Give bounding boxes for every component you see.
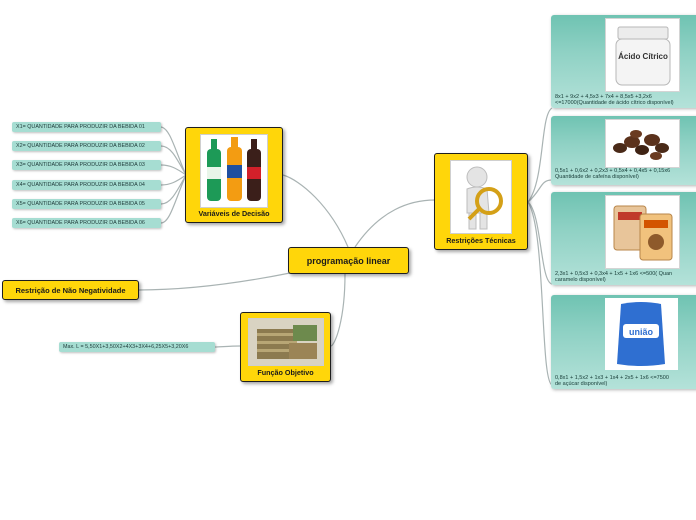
technical-restrictions-node[interactable]: Restrições Técnicas (434, 153, 528, 250)
central-node[interactable]: programação linear (288, 247, 409, 274)
link-decision-x2 (160, 145, 187, 176)
money-stack-image (247, 318, 324, 366)
decision-item-x4[interactable]: X4= QUANTIDADE PARA PRODUZIR DA BEBIDA 0… (12, 180, 161, 190)
coffee-beans-image (605, 119, 680, 168)
link-central-objective (330, 273, 346, 347)
decision-variables-label: Variáveis de Decisão (198, 209, 270, 218)
magnifier-figure-image (450, 160, 512, 234)
soda-bottles-image (200, 134, 268, 208)
constraint-caramel[interactable]: 2,3x1 + 0,5x3 + 0,3x4 + 1x5 + 1x6 <=500(… (551, 192, 696, 285)
constraint-sugar[interactable]: união 0,8x1 + 1,5x2 + 1x3 + 1x4 + 2x5 + … (551, 295, 696, 389)
link-objective-formula (214, 345, 241, 348)
link-decision-x3 (160, 164, 187, 176)
link-decision-x1 (160, 126, 187, 176)
decision-variables-node[interactable]: Variáveis de Decisão (185, 127, 283, 223)
link-central-negativity (138, 272, 291, 291)
decision-item-x6[interactable]: X6= QUANTIDADE PARA PRODUZIR DA BEBIDA 0… (12, 218, 161, 228)
link-technical-2 (527, 179, 553, 203)
citric-acid-jar-text: Ácido Cítrico (618, 52, 668, 61)
constraint-caffeine[interactable]: 0,5x1 + 0,6x2 + 0,2x3 + 0,5x4 + 0,4x5 + … (551, 116, 696, 185)
constraint-caffeine-text: 0,5x1 + 0,6x2 + 0,2x3 + 0,5x4 + 0,4x5 + … (555, 168, 671, 181)
objective-function-node[interactable]: Função Objetivo (240, 312, 331, 382)
decision-item-x2[interactable]: X2= QUANTIDADE PARA PRODUZIR DA BEBIDA 0… (12, 141, 161, 151)
sugar-bag-text: união (629, 327, 654, 337)
link-decision-x5 (160, 174, 187, 205)
constraint-citric-acid[interactable]: Ácido Cítrico 8x1 + 9x2 + 4,5x3 + 7x4 + … (551, 15, 696, 108)
objective-function-label: Função Objetivo (257, 368, 314, 377)
link-decision-x4 (160, 174, 187, 186)
constraint-citric-acid-text: 8x1 + 9x2 + 4,5x3 + 7x4 + 8,5x5 +3,2x6 <… (555, 94, 674, 107)
link-central-decision (282, 174, 349, 248)
link-technical-4 (527, 201, 553, 386)
constraint-caramel-text: 2,3x1 + 0,5x3 + 0,3x4 + 1x5 + 1x6 <=500(… (555, 271, 673, 284)
link-decision-x6 (160, 174, 187, 224)
non-negativity-node[interactable]: Restrição de Não Negatividade (2, 280, 139, 300)
non-negativity-label: Restrição de Não Negatividade (15, 286, 126, 295)
link-technical-3 (527, 201, 553, 285)
technical-restrictions-label: Restrições Técnicas (446, 236, 516, 245)
decision-item-x5[interactable]: X5= QUANTIDADE PARA PRODUZIR DA BEBIDA 0… (12, 199, 161, 209)
link-central-technical (354, 199, 436, 248)
objective-formula[interactable]: Max. L = 5,50X1+3,50X2+4X3+3X4+6,25X5+3,… (59, 342, 215, 352)
constraint-sugar-text: 0,8x1 + 1,5x2 + 1x3 + 1x4 + 2x5 + 1x6 <=… (555, 375, 669, 388)
citric-acid-image: Ácido Cítrico (605, 18, 680, 92)
central-label: programação linear (306, 256, 391, 266)
caramel-packets-image (605, 195, 680, 269)
sugar-bag-image: união (605, 298, 678, 370)
decision-item-x3[interactable]: X3= QUANTIDADE PARA PRODUZIR DA BEBIDA 0… (12, 160, 161, 170)
link-technical-1 (527, 107, 553, 203)
decision-item-x1[interactable]: X1= QUANTIDADE PARA PRODUZIR DA BEBIDA 0… (12, 122, 161, 132)
